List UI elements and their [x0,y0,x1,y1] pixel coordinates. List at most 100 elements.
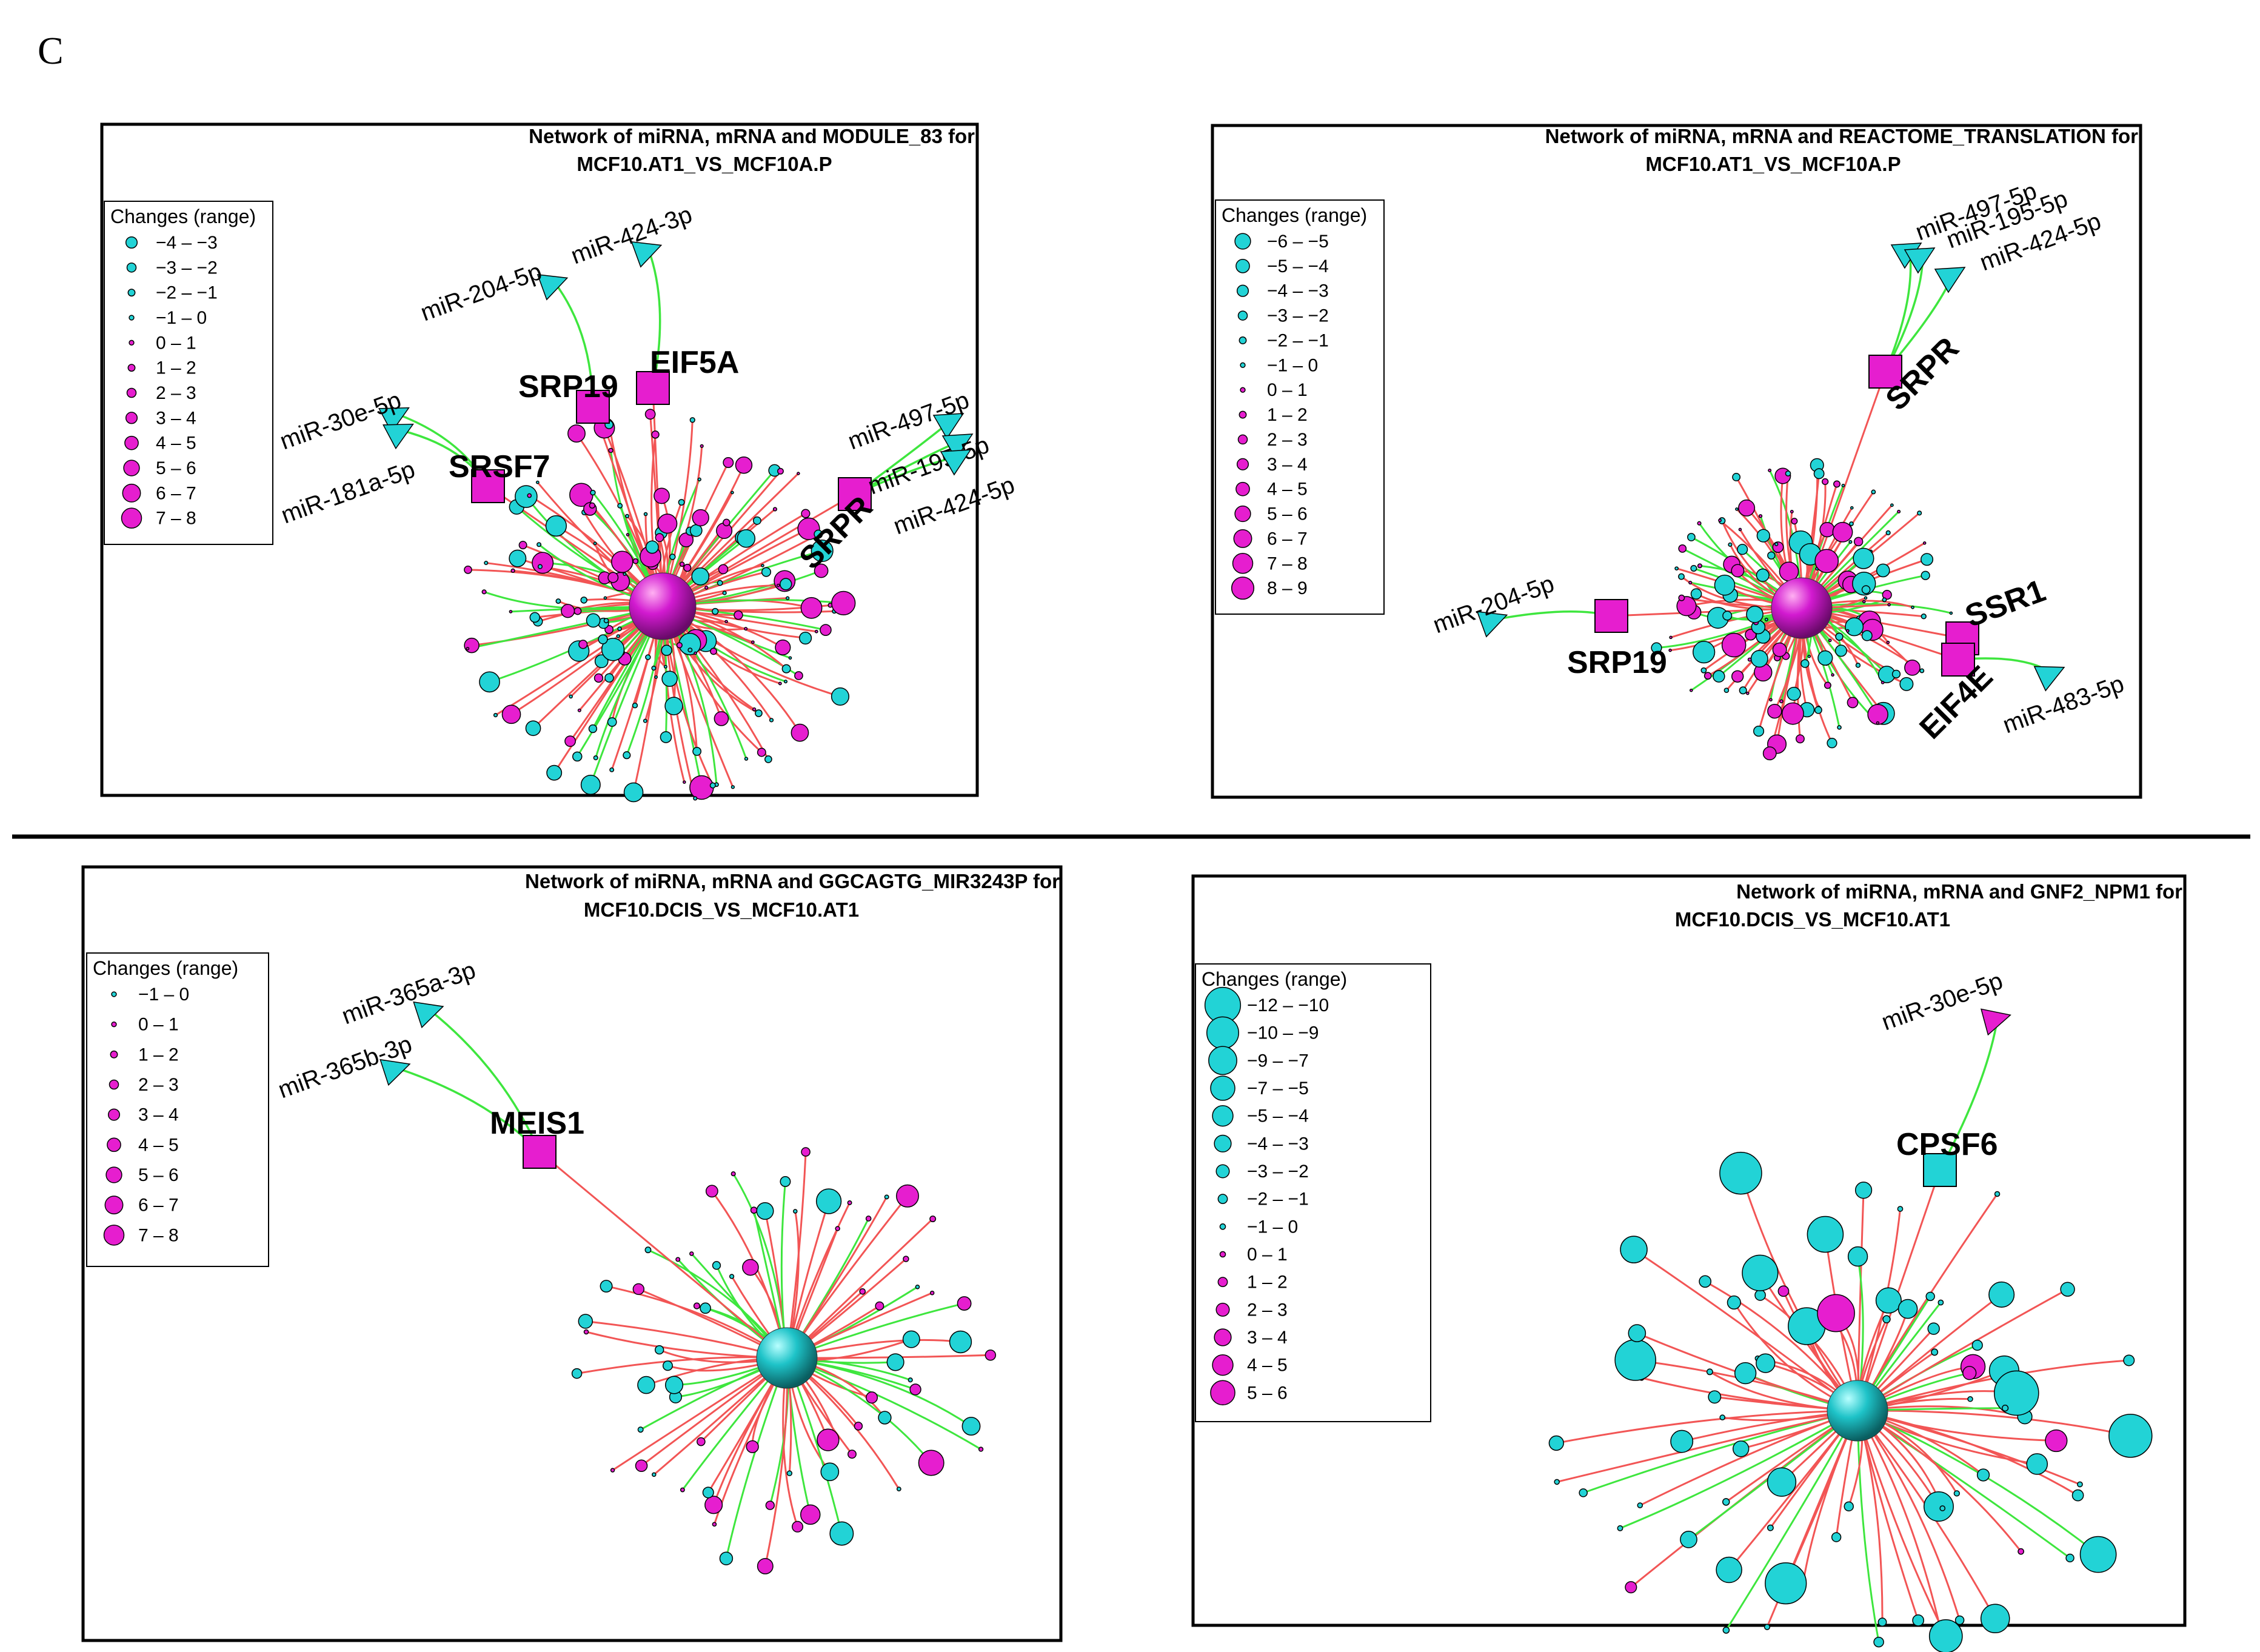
panel-title: Network of miRNA, mRNA and REACTOME_TRAN… [1545,125,2139,147]
legend-swatch [122,483,141,503]
mrna-node [854,1422,863,1431]
mrna-node [780,578,792,590]
legend-swatch [1235,481,1250,497]
mrna-node [1764,617,1768,621]
mrna-node [915,1284,920,1289]
legend-label: −3 – −2 [1267,306,1329,326]
legend-label: 7 – 8 [156,509,196,529]
mrna-node [601,638,625,661]
mrna-node [705,1185,718,1198]
mrna-node [697,1437,706,1446]
legend-label: −2 – −1 [1267,330,1329,350]
mrna-node [918,1450,944,1476]
mrna-node [571,1368,583,1379]
mrna-node [1728,542,1733,547]
mrna-node [1994,1370,2039,1416]
legend-swatch [124,435,139,450]
panel-ggcagtg-mir3243p: Network of miRNA, mRNA and GGCAGTG_MIR32… [81,865,1063,1642]
legend-label: 1 – 2 [138,1045,179,1065]
mirna-label: miR-483-5p [1999,670,2127,739]
hub-sphere [1827,1380,1888,1442]
hub-gene-label: EIF5A [650,345,739,380]
legend-label: 5 – 6 [1267,504,1308,524]
mrna-node [529,612,541,623]
mrna-node [722,590,727,595]
mrna-node [1939,1505,1946,1511]
mrna-node [814,529,823,539]
mrna-node [865,1216,872,1222]
legend-swatch [129,315,135,321]
mirna-triangle [932,413,965,440]
panel-module-83: Network of miRNA, mRNA and MODULE_83 for… [100,122,1018,803]
mrna-node [1962,1366,1977,1380]
mrna-node [689,417,695,423]
mrna-node [1814,706,1822,714]
mrna-node [1756,568,1770,582]
mrna-node [679,561,685,567]
mrna-node [1877,1617,1887,1627]
mrna-node [847,1200,852,1205]
mrna-node [1873,1636,1884,1648]
mrna-node [697,477,701,481]
mrna-node [1637,1502,1643,1508]
legend-swatch [1234,233,1251,250]
mrna-node [717,580,723,586]
mrna-node [2123,1354,2135,1366]
mrna-node [1807,654,1811,658]
mrna-node [1912,1614,1925,1627]
mrna-node [661,670,678,687]
regulation-edge [1857,1410,2022,1553]
mrna-node [775,639,791,656]
regulation-edge [1556,1410,1858,1483]
mrna-node [815,1188,842,1214]
mirna-triangle [537,273,569,301]
mrna-node [578,1314,593,1329]
mirna-label: miR-204-5p [417,258,545,327]
mrna-node [786,1470,793,1476]
mrna-node [750,1206,758,1214]
mrna-node [1813,468,1825,480]
legend-swatch [1234,505,1251,523]
legend-swatch [121,507,142,529]
mirna-label: miR-365a-3p [338,957,479,1029]
legend-label: 4 – 5 [138,1135,179,1155]
mrna-node [1548,1435,1564,1451]
legend-swatch [1212,1354,1234,1376]
legend-swatch [111,1022,117,1028]
edge-layer [396,1009,991,1567]
mrna-node [1758,514,1763,518]
mrna-node [603,618,609,624]
mirna-triangle [1904,247,1936,274]
legend-label: −4 – −3 [156,233,218,253]
mrna-node [1833,480,1840,488]
mrna-node [1861,585,1871,595]
mirna-triangle [630,241,663,268]
legend-swatch [1215,1164,1230,1179]
mrna-node [510,568,515,573]
mrna-node [778,681,782,686]
hub-gene-edge [1856,1169,1941,1411]
legend-swatch [126,387,137,398]
legend-label: −10 – −9 [1247,1023,1319,1043]
mrna-node [509,549,527,567]
legend-label: 5 – 6 [1247,1383,1288,1403]
legend-swatch [1212,1105,1234,1127]
mrna-node [712,607,719,615]
mirna-label: miR-424-3p [567,201,695,270]
mrna-node [545,515,567,537]
mrna-node [625,513,630,518]
mrna-node [1844,1501,1854,1512]
hub-gene-edge [1611,607,1802,617]
mrna-node [652,1472,657,1477]
legend-swatch [1235,259,1250,273]
panel-frame [100,122,979,797]
legend-swatch [107,1108,121,1121]
regulation-edge [612,1357,787,1471]
mrna-node [1800,659,1810,668]
mrna-node [1953,1490,1961,1497]
mrna-node [1871,489,1876,495]
mrna-node [1853,537,1864,547]
mrna-node [1697,563,1702,569]
panel-subtitle: MCF10.AT1_VS_MCF10A.P [577,153,832,175]
mrna-node [616,634,620,638]
